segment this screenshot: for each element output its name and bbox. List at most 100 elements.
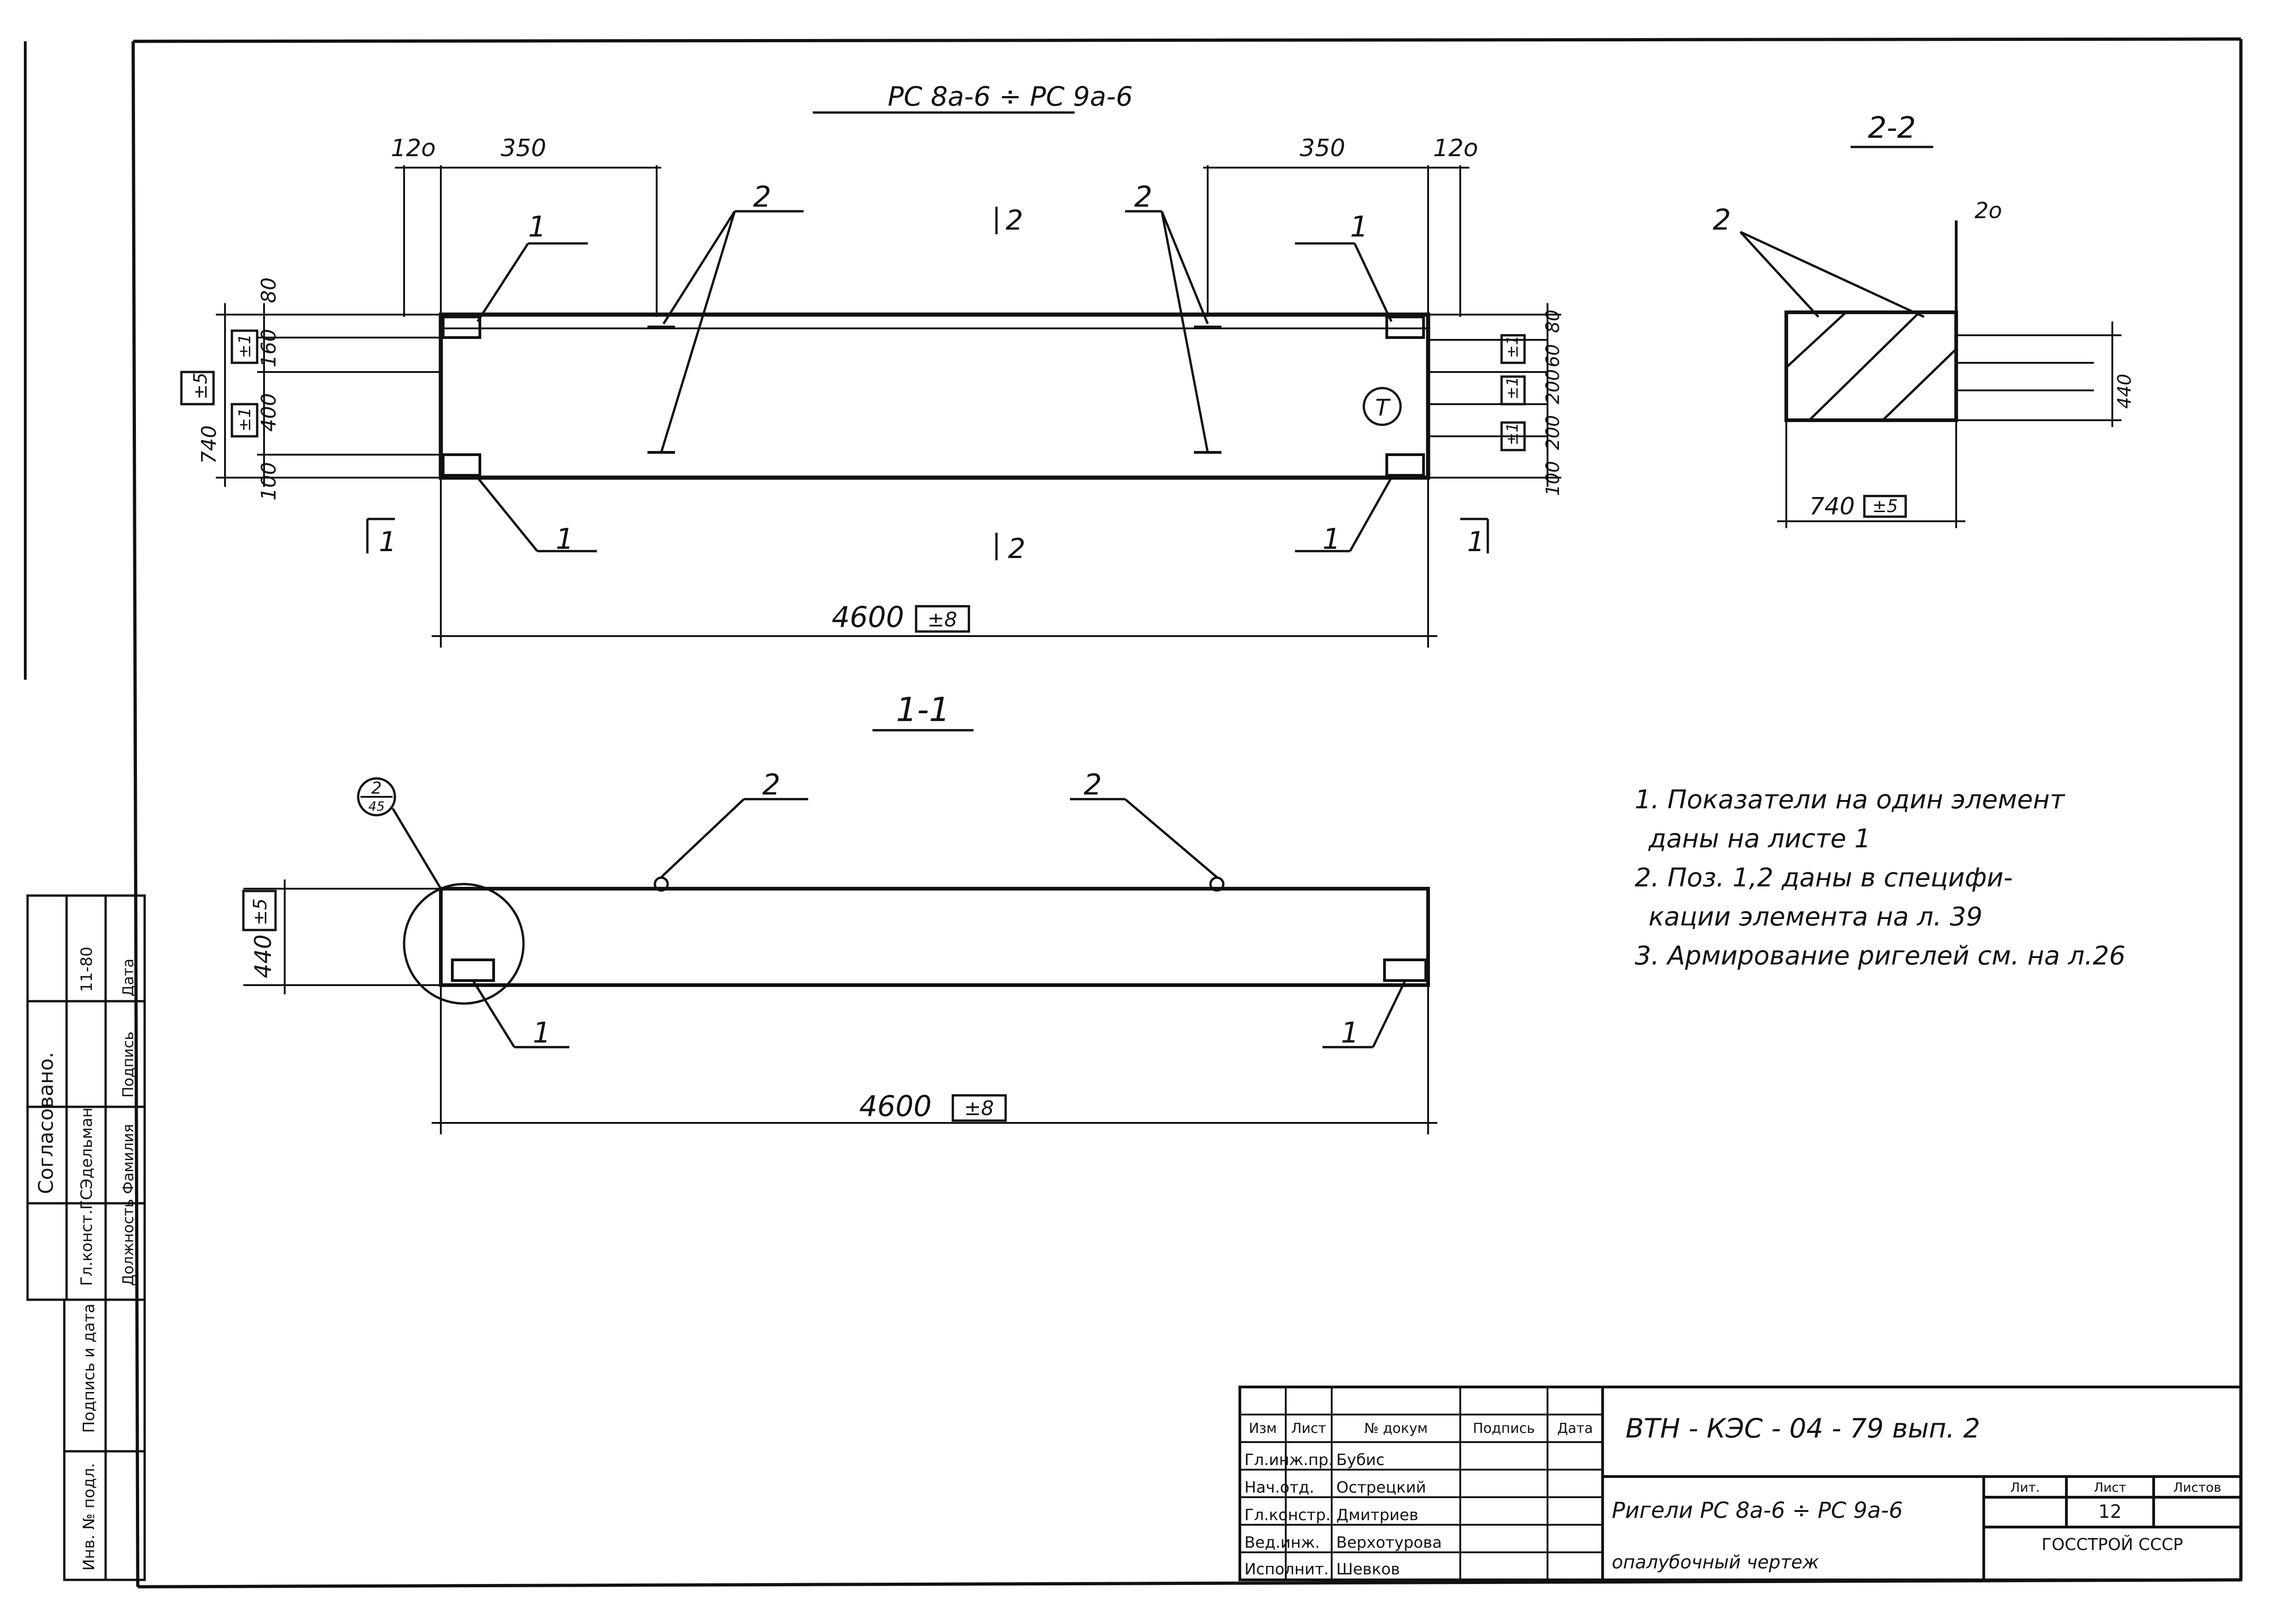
dim-r-60: 60 [1542,344,1564,367]
tb-r3-role: Вед.инж. [1244,1533,1320,1552]
tb-r2-role: Гл.констр. [1244,1506,1331,1524]
cut-1-right: 1 [1467,526,1485,558]
stamp-h-pos: Должность [119,1199,137,1286]
stamp-agreed: Согласовано. [34,1052,58,1194]
tb-part-sub: опалубочный чертеж [1612,1552,1819,1573]
callout-pos1-tr: 1 [1350,210,1368,243]
tb-r1-name: Острецкий [1336,1478,1426,1497]
plan-view: РС 8а-6 ÷ РС 9а-6 12о 350 350 12о [180,81,1564,648]
tb-r4-role: Исполнит. [1244,1560,1329,1578]
cut-2-bottom: 2 [1008,533,1025,565]
dim-h-100: 100 [257,462,281,501]
dim-r-200a: 200 [1542,369,1564,404]
callout-pos1-bl: 1 [556,522,574,556]
tb-r4-name: Шевков [1336,1560,1400,1578]
stamp-date: 11-80 [78,947,96,992]
dim-h-400: 400 [257,393,281,432]
section-1-1: 1-1 2 45 2 2 1 1 ±5 4 [242,690,1437,1134]
note-2-line-2: кации элемента на л. 39 [1649,902,1982,932]
callout-2-2-pos2: 2 [1713,203,1731,237]
plan-title: РС 8а-6 ÷ РС 9а-6 [888,81,1133,112]
dim-20: 2о [1975,198,2002,224]
note-1-line-2: даны на листе 1 [1648,824,1871,854]
callout-1-1-pos1-r: 1 [1341,1016,1359,1049]
notes: 1. Показатели на один элемент даны на ли… [1635,785,2126,971]
beam-plan-outline [439,312,1430,480]
title-block: Изм Лист № докум Подпись Дата Гл.инж.пр.… [1238,1386,2242,1581]
dim-h-80: 80 [257,277,281,303]
tol-box-1-b: ±1 [236,407,254,432]
tol-r-1-a: ±1 [1503,335,1522,358]
callout-1-1-pos2-r: 2 [1084,768,1102,801]
mark-t: Т [1375,395,1391,421]
tb-sheets: Листов [2173,1480,2222,1495]
callout-pos1-tl: 1 [528,210,546,243]
dim-edge-120-left: 12о [391,135,436,162]
cut-2-top: 2 [1006,204,1023,237]
callout-pos2-l: 2 [753,180,771,214]
dim-length-plan: 4600 [832,600,904,634]
tb-sheet: Лист [2094,1480,2127,1495]
tol-r-1-c: ±1 [1503,423,1522,445]
callout-pos2-r: 2 [1134,180,1152,214]
mark-t-circle [1362,387,1402,426]
section-2-2: 2-2 2о 2 740 ±5 440 [1713,111,2135,528]
dim-1-1-440: 440 [250,935,276,978]
tb-h-izm: Изм [1249,1421,1277,1437]
tb-r3-name: Верхотурова [1336,1533,1442,1552]
detail-num: 2 [371,779,382,798]
dim-2-2-440: 440 [2114,374,2135,409]
dim-h-160: 160 [257,329,281,367]
note-2-line-1: 2. Поз. 1,2 даны в специфи- [1635,863,2013,893]
tb-h-list: Лист [1291,1421,1326,1437]
stamp-name: Эдельман [78,1107,96,1189]
tb-r1-role: Нач.отд. [1244,1478,1314,1497]
tb-code: ВТН - КЭС - 04 - 79 вып. 2 [1626,1413,1980,1444]
tb-part-name: Ригели РС 8а-6 ÷ РС 9а-6 [1612,1498,1903,1523]
dim-r-200b: 200 [1542,415,1564,450]
stamp-h-name: Фамилия [119,1124,137,1194]
tb-r2-name: Дмитриев [1336,1506,1418,1524]
stamp-pos: Гл.конст.ГС [78,1189,96,1286]
tb-r0-name: Бубис [1336,1451,1384,1469]
tol-box-5: ±5 [190,372,211,400]
tol-length-section: ±8 [964,1097,994,1120]
dim-edge-120-right: 12о [1433,135,1478,162]
dim-gap-350-right: 350 [1300,135,1345,162]
dim-gap-350-left: 350 [501,135,546,162]
section-2-2-outline [1784,310,1958,422]
tb-sheet-no: 12 [2099,1501,2122,1522]
tb-h-doc: № докум [1364,1421,1428,1437]
section-1-1-title: 1-1 [896,690,950,729]
stamp-sign-date: Подпись и дата [80,1303,98,1433]
tb-h-sign: Подпись [1473,1421,1535,1437]
stamp-h-date: Дата [119,958,137,997]
dim-length-section: 4600 [859,1089,932,1123]
callout-1-1-pos2-l: 2 [762,768,780,801]
callout-1-1-pos1-l: 1 [533,1016,551,1049]
tol-1-1-5: ±5 [250,898,271,925]
detail-circle [403,883,525,1005]
tb-org: ГОССТРОЙ СССР [2042,1535,2183,1554]
stamp-h-sign: Подпись [119,1032,137,1098]
tb-h-date: Дата [1557,1421,1593,1437]
tol-length-plan: ±8 [928,608,957,631]
tb-lit: Лит. [2010,1480,2040,1495]
cut-1-left: 1 [379,526,396,558]
section-2-2-title: 2-2 [1868,111,1916,145]
callout-pos1-br: 1 [1322,522,1340,556]
dim-2-2-740: 740 [1809,493,1855,520]
note-1-line-1: 1. Показатели на один элемент [1635,785,2065,815]
beam-section-outline [439,887,1430,987]
dim-r-80: 80 [1542,310,1564,333]
dim-r-100: 100 [1542,461,1564,496]
note-3: 3. Армирование ригелей см. на л.26 [1635,941,2126,971]
detail-sheet: 45 [368,799,385,814]
tb-r0-role: Гл.инж.пр. [1244,1451,1334,1469]
dim-total-740: 740 [197,425,221,464]
tol-r-1-b: ±1 [1503,377,1522,400]
tol-2-2-5: ±5 [1872,496,1898,516]
tol-box-1-a: ±1 [236,334,254,358]
side-stamp: Согласовано. Гл.конст.ГС Эдельман 11-80 … [26,894,146,1581]
